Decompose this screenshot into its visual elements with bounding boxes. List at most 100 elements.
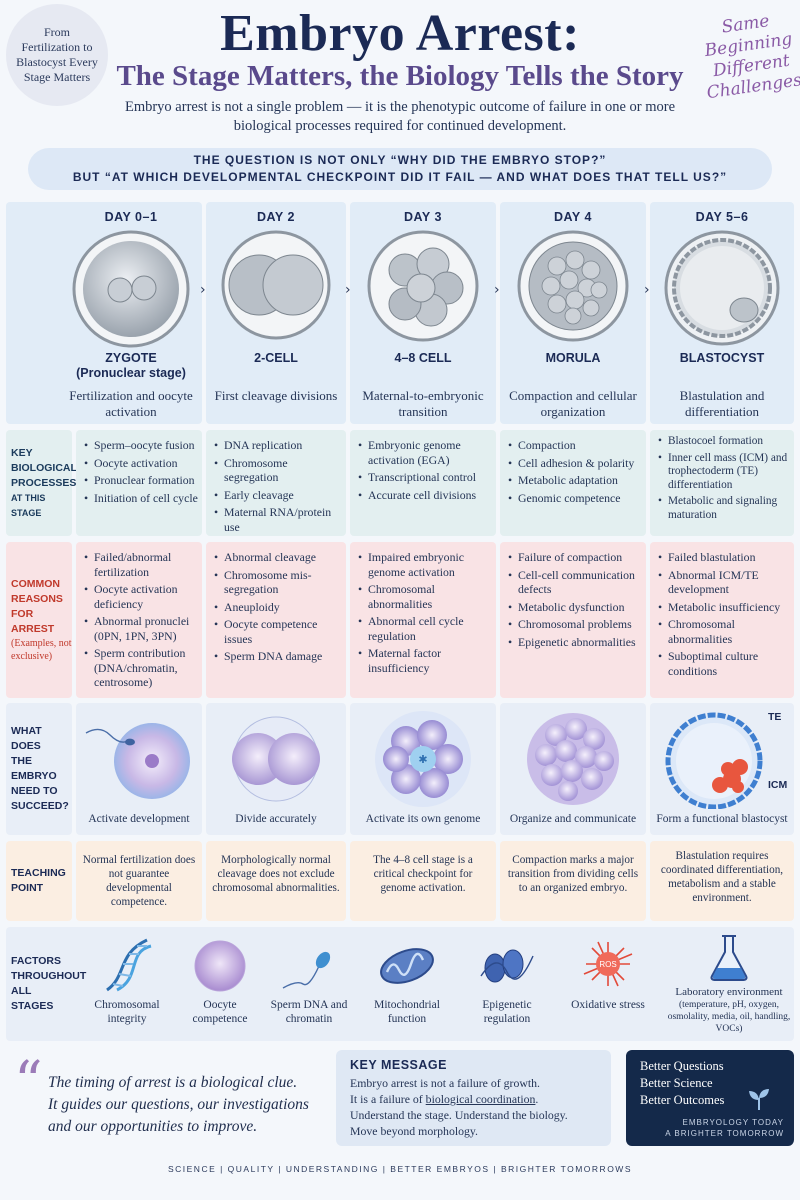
chevron-right-icon: › [644,282,650,298]
factor-chromosomal: Chromosomal integrity [84,936,170,1026]
succeed-row-label: WHAT DOES THE EMBRYO NEED TO SUCCEED? [6,703,72,835]
bio-cell-zygote: Sperm–oocyte fusion Oocyte activation Pr… [76,430,202,536]
bio-cell-2cell: DNA replication Chromosome segregation E… [206,430,346,536]
list-item: Blastocoel formation [658,435,790,449]
succeed-text: Activate its own genome [365,813,481,825]
succeed-cell-morula: Organize and communicate [500,703,646,835]
teach-text: Normal fertilization does not guarantee … [82,854,196,908]
bio-cell-blastocyst: Blastocoel formation Inner cell mass (IC… [650,430,794,536]
day-label: DAY 3 [404,210,442,224]
stage-zygote-header: DAY 0–1 ZYGOTE (Pronuclear stage) Fertil… [60,202,202,424]
sprout-icon [749,1089,769,1110]
day-label: DAY 2 [257,210,295,224]
list-item: Oocyte activation [84,456,198,471]
list-item: Transcriptional control [358,470,492,485]
list-item: DNA replication [214,438,342,453]
fertilization-icon [85,723,190,799]
stage-desc: Compaction and cellular organization [509,388,637,419]
list-item: Chromosomal abnormalities [658,617,790,646]
succeed-label-4: SUCCEED? [11,800,69,812]
factor-laboratory: Laboratory environment (temperature, pH,… [666,932,792,1035]
reasons-list: Failed blastulation Abnormal ICM/TE deve… [650,542,794,678]
reasons-cell-4-8cell: Impaired embryonic genome activation Chr… [350,542,496,698]
succeed-text: Activate development [88,813,190,825]
factor-label: Mitochondrial function [374,999,440,1025]
footer-tagline: SCIENCE | QUALITY | UNDERSTANDING | BETT… [167,1164,633,1174]
factor-sperm: Sperm DNA and chromatin [266,936,352,1026]
stage-4-8cell-header: DAY 3 4–8 CELL Maternal-to-embryonic tra… [350,202,496,424]
teach-cell-4-8cell: The 4–8 cell stage is a critical checkpo… [350,841,496,921]
te-label: TE [768,711,782,723]
list-item: Cell-cell communication defects [508,568,642,597]
list-item: Epigenetic abnormalities [508,635,642,650]
reasons-cell-2cell: Abnormal cleavage Chromosome mis-segrega… [206,542,346,698]
list-item: Metabolic dysfunction [508,600,642,615]
key-message-line-2a: It is a failure of [350,1092,426,1106]
stage-name: 4–8 CELL [394,351,452,365]
list-item: Chromosome segregation [214,456,342,485]
bio-list: Embryonic genome activation (EGA) Transc… [350,430,496,502]
stage-2cell-header: DAY 2 2-CELL First cleavage divisions [206,202,346,424]
oocyte-icon [194,940,246,992]
list-item: Abnormal pronuclei (0PN, 1PN, 3PN) [84,614,198,643]
key-message-line-3: Understand the stage. Understand the bio… [350,1108,568,1122]
list-item: Early cleavage [214,488,342,503]
factor-label: Oxidative stress [571,999,645,1011]
list-item: Embryonic genome activation (EGA) [358,438,492,467]
succeed-label-1: WHAT DOES [11,725,42,752]
teach-cell-2cell: Morphologically normal cleavage does not… [206,841,346,921]
list-item: Sperm DNA damage [214,649,342,664]
list-item: Metabolic and signaling maturation [658,495,790,522]
list-item: Aneuploidy [214,600,342,615]
stage-desc: Blastulation and differentiation [679,388,765,419]
ros-badge: ROS [599,960,616,969]
reasons-cell-blastocyst: Failed blastulation Abnormal ICM/TE deve… [650,542,794,698]
blastocyst-image-icon [664,230,780,346]
reasons-cell-morula: Failure of compaction Cell-cell communic… [500,542,646,698]
quote-text: The timing of arrest is a biological clu… [48,1072,328,1138]
factor-oocyte: Oocyte competence [180,936,260,1026]
reasons-label-2: REASONS [11,593,63,605]
four-eight-cell-image-icon [367,230,479,342]
sperm-icon [282,951,331,989]
key-message-emphasis: biological coordination [425,1092,536,1106]
key-message-heading: KEY MESSAGE [350,1058,447,1072]
reasons-list: Failure of compaction Cell-cell communic… [500,542,646,649]
circle-text: From Fertilization to Blastocyst Every S… [16,25,98,84]
better-line-2: Better Science [640,1076,713,1090]
succeed-cell-4-8cell: ✱ Activate its own genome [350,703,496,835]
succeed-label-2: THE EMBRYO [11,755,57,782]
stage-name-zygote: ZYGOTE (Pronuclear stage) [60,351,202,381]
factor-label: Oocyte competence [192,999,248,1025]
stage-desc: Maternal-to-embryonic transition [362,388,484,419]
brand: EMBRYOLOGY TODAY A BRIGHTER TOMORROW [665,1117,784,1139]
list-item: Maternal RNA/protein use [214,505,342,534]
list-item: Inner cell mass (ICM) and trophectoderm … [658,452,790,493]
list-item: Failed blastulation [658,550,790,565]
stage-name-sub: (Pronuclear stage) [76,366,186,380]
factor-epigenetic: Epigenetic regulation [462,936,552,1026]
reasons-label-note: (Examples, not exclusive) [11,638,72,662]
list-item: Failure of compaction [508,550,642,565]
factors-label-1: FACTORS [11,955,61,967]
bio-list: Sperm–oocyte fusion Oocyte activation Pr… [76,430,202,505]
bio-list: Blastocoel formation Inner cell mass (IC… [650,430,794,522]
bio-label-1: KEY [11,446,33,459]
stage-desc: Fertilization and oocyte activation [69,388,193,419]
reasons-row-label: COMMON REASONS FOR ARREST (Examples, not… [6,542,72,698]
two-cell-image-icon [221,230,331,340]
stage-desc: First cleavage divisions [214,388,338,403]
list-item: Initiation of cell cycle [84,491,198,506]
quote-line-2: It guides our questions, our investigati… [48,1096,309,1113]
reasons-list: Abnormal cleavage Chromosome mis-segrega… [206,542,346,664]
list-item: Metabolic insufficiency [658,600,790,615]
factors-label-2: THROUGHOUT [11,970,87,982]
list-item: Genomic competence [508,491,642,506]
mitochondria-icon [380,948,434,984]
ros-icon: ROS [583,941,633,987]
blastocyst-te-icm-icon [665,712,763,809]
teach-label-1: TEACHING [11,867,66,879]
teach-cell-blastocyst: Blastulation requires coordinated differ… [650,841,794,921]
better-line-1: Better Questions [640,1059,724,1073]
brand-line-1: EMBRYOLOGY TODAY [682,1118,784,1127]
